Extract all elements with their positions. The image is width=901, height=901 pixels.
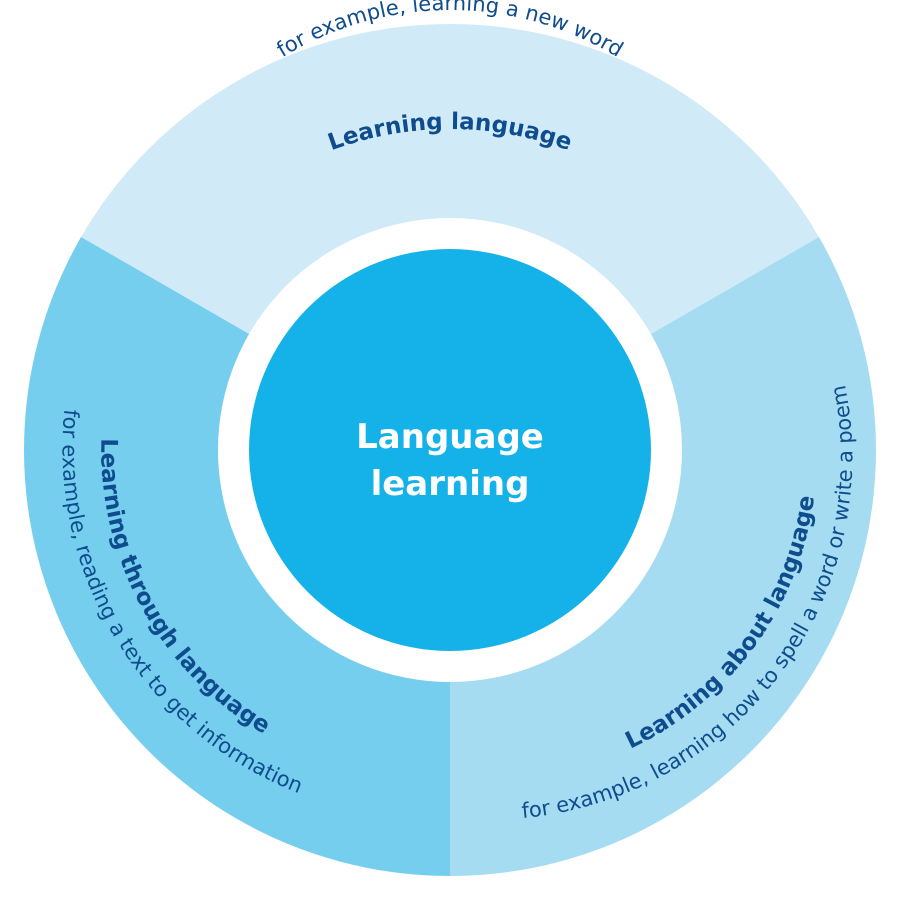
- segment-top: [81, 24, 819, 341]
- center-circle: [249, 249, 651, 651]
- segment-left: [24, 237, 450, 876]
- segment-right: [450, 237, 876, 876]
- center-label-line2: learning: [371, 464, 530, 504]
- center-label-line1: Language: [356, 417, 544, 457]
